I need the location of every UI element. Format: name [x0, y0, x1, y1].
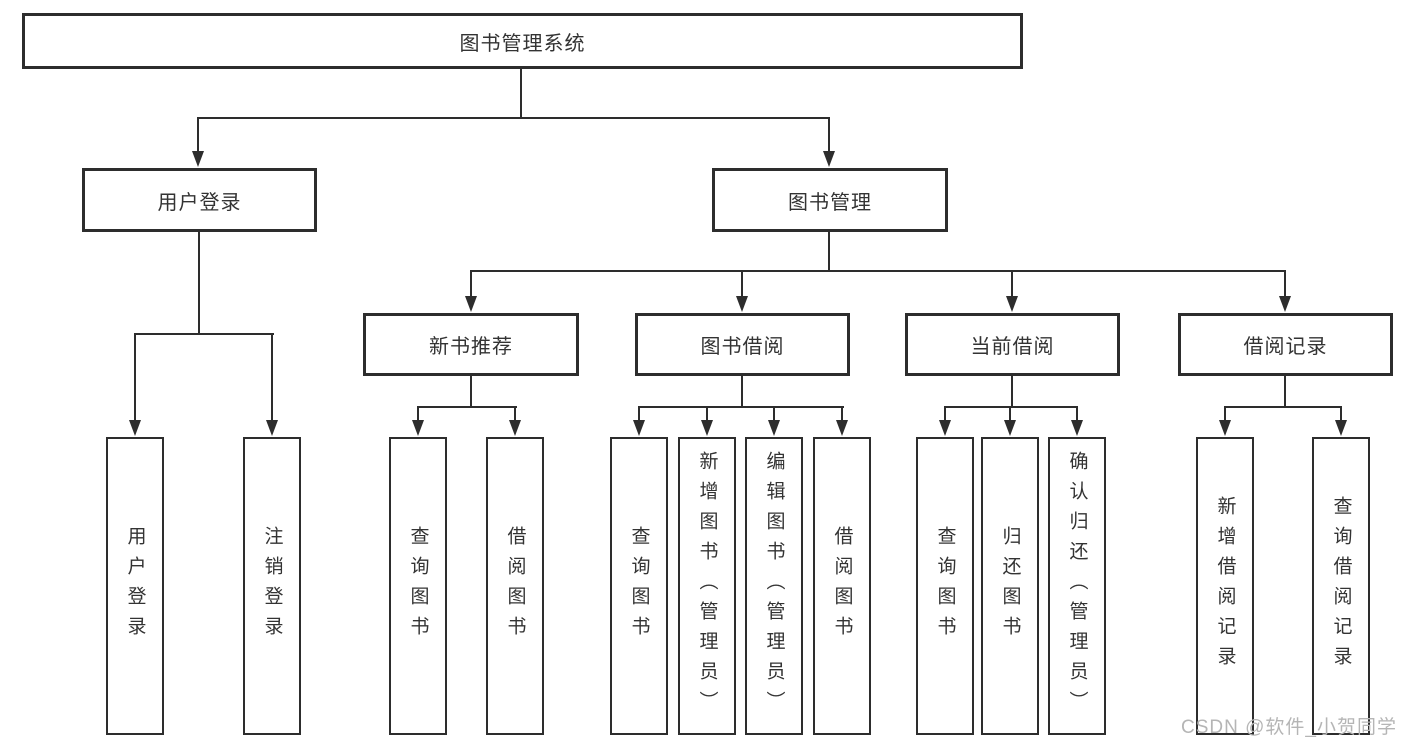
leaf-newrec-query-books: 查询图书 [389, 437, 447, 735]
leaf-records-query-record-label: 查询借阅记录 [1330, 496, 1352, 676]
down-arrowhead-icon [1006, 296, 1018, 312]
connector-records-stem [1284, 376, 1286, 408]
leaf-current-query-books-label: 查询图书 [934, 526, 956, 646]
connector-to-borrow-add [706, 406, 708, 421]
down-arrowhead-icon [266, 420, 278, 436]
leaf-borrow-edit-books-admin-label: 编辑图书（管理员） [763, 451, 785, 721]
node-borrowing-records-label: 借阅记录 [1243, 336, 1328, 358]
down-arrowhead-icon [412, 420, 424, 436]
leaf-user-login: 用户登录 [106, 437, 164, 735]
connector-newrec-stem [470, 376, 472, 408]
down-arrowhead-icon [1335, 420, 1347, 436]
node-book-borrowing: 图书借阅 [635, 313, 850, 376]
down-arrowhead-icon [836, 420, 848, 436]
connector-to-current-query [944, 406, 946, 421]
leaf-borrow-add-books-admin: 新增图书（管理员） [678, 437, 736, 735]
node-new-book-recommendation-label: 新书推荐 [429, 336, 513, 358]
leaf-current-return-books: 归还图书 [981, 437, 1039, 735]
connector-to-book-borrowing [741, 270, 743, 297]
connector-to-user-login [197, 117, 199, 152]
down-arrowhead-icon [939, 420, 951, 436]
connector-book-mgmt-stem [828, 232, 830, 272]
connector-to-newrec-query [417, 406, 419, 421]
leaf-logout: 注销登录 [243, 437, 301, 735]
node-book-borrowing-label: 图书借阅 [700, 336, 785, 358]
node-borrowing-records: 借阅记录 [1178, 313, 1393, 376]
connector-to-current-borrowing [1011, 270, 1013, 297]
leaf-newrec-borrow-books-label: 借阅图书 [504, 526, 526, 646]
leaf-borrow-borrow-books-label: 借阅图书 [831, 526, 853, 646]
down-arrowhead-icon [768, 420, 780, 436]
node-book-management: 图书管理 [712, 168, 948, 232]
leaf-current-confirm-return-admin-label: 确认归还（管理员） [1066, 451, 1088, 721]
down-arrowhead-icon [823, 151, 835, 167]
connector-to-borrow-query [638, 406, 640, 421]
connector-current-crossbar [944, 406, 1078, 408]
down-arrowhead-icon [1279, 296, 1291, 312]
leaf-user-login-label: 用户登录 [124, 526, 146, 646]
down-arrowhead-icon [633, 420, 645, 436]
leaf-borrow-add-books-admin-label: 新增图书（管理员） [696, 451, 718, 721]
connector-borrow-stem [741, 376, 743, 408]
node-current-borrowing: 当前借阅 [905, 313, 1120, 376]
connector-root-crossbar [197, 117, 830, 119]
connector-records-crossbar [1224, 406, 1342, 408]
connector-to-new-book-rec [470, 270, 472, 297]
connector-user-login-stem [198, 232, 200, 335]
connector-borrow-crossbar [638, 406, 844, 408]
connector-to-borrow-borrow [841, 406, 843, 421]
leaf-records-add-record: 新增借阅记录 [1196, 437, 1254, 735]
node-root-label: 图书管理系统 [459, 32, 586, 55]
down-arrowhead-icon [192, 151, 204, 167]
down-arrowhead-icon [701, 420, 713, 436]
connector-user-login-crossbar [134, 333, 274, 335]
connector-to-book-management [828, 117, 830, 152]
leaf-logout-label: 注销登录 [261, 526, 283, 646]
down-arrowhead-icon [1004, 420, 1016, 436]
connector-to-newrec-borrow [514, 406, 516, 421]
connector-to-leaf-logout [271, 333, 273, 420]
connector-to-borrowing-records [1284, 270, 1286, 297]
leaf-records-add-record-label: 新增借阅记录 [1214, 496, 1236, 676]
connector-to-current-return [1009, 406, 1011, 421]
node-user-login-label: 用户登录 [157, 191, 242, 214]
connector-to-records-add [1224, 406, 1226, 421]
leaf-current-confirm-return-admin: 确认归还（管理员） [1048, 437, 1106, 735]
csdn-watermark: CSDN @软件_小贺同学 [1181, 717, 1397, 738]
leaf-newrec-query-books-label: 查询图书 [407, 526, 429, 646]
down-arrowhead-icon [1219, 420, 1231, 436]
down-arrowhead-icon [129, 420, 141, 436]
connector-newrec-crossbar [417, 406, 517, 408]
connector-book-mgmt-crossbar [470, 270, 1286, 272]
connector-current-stem [1011, 376, 1013, 408]
node-root: 图书管理系统 [22, 13, 1023, 69]
connector-to-borrow-edit [773, 406, 775, 421]
leaf-current-query-books: 查询图书 [916, 437, 974, 735]
node-current-borrowing-label: 当前借阅 [970, 336, 1055, 358]
connector-root-stem [520, 69, 522, 118]
down-arrowhead-icon [736, 296, 748, 312]
leaf-newrec-borrow-books: 借阅图书 [486, 437, 544, 735]
connector-to-current-confirm [1076, 406, 1078, 421]
leaf-borrow-query-books: 查询图书 [610, 437, 668, 735]
node-user-login: 用户登录 [82, 168, 317, 232]
down-arrowhead-icon [509, 420, 521, 436]
leaf-records-query-record: 查询借阅记录 [1312, 437, 1370, 735]
leaf-current-return-books-label: 归还图书 [999, 526, 1021, 646]
connector-to-records-query [1340, 406, 1342, 421]
down-arrowhead-icon [1071, 420, 1083, 436]
connector-to-leaf-user-login [134, 333, 136, 420]
node-new-book-recommendation: 新书推荐 [363, 313, 579, 376]
leaf-borrow-edit-books-admin: 编辑图书（管理员） [745, 437, 803, 735]
leaf-borrow-query-books-label: 查询图书 [628, 526, 650, 646]
leaf-borrow-borrow-books: 借阅图书 [813, 437, 871, 735]
node-book-management-label: 图书管理 [788, 191, 872, 214]
down-arrowhead-icon [465, 296, 477, 312]
